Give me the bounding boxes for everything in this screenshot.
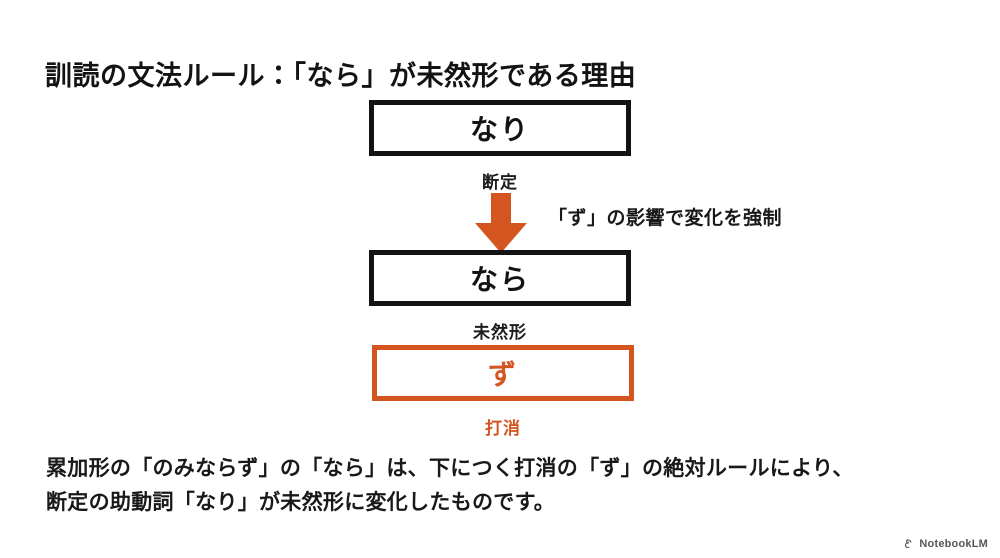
summary-line-1: 累加形の「のみならず」の「なら」は、下につく打消の「ず」の絶対ルールにより、 [46,457,854,480]
flow-node-nari-caption: 断定 [482,173,518,192]
notebooklm-watermark: NotebookLM [902,538,988,550]
summary-line-2: 断定の助動詞「なり」が未然形に変化したものです。 [46,491,556,515]
flow-node-nari-text: なり [469,114,530,145]
flow-node-nara-text: なら [469,264,530,295]
down-arrow-icon [473,193,529,255]
flow-node-nari: なり [369,100,631,156]
flow-node-nara: なら [369,250,631,306]
flow-node-zu: ず [372,345,634,401]
page-title: 訓読の文法ルール：「なら」が未然形である理由 [45,61,637,92]
flow-node-nara-caption: 未然形 [473,323,527,342]
flow-node-zu-caption: 打消 [485,419,521,438]
notebooklm-logo-icon [902,538,914,550]
arrow-annotation-label: 「ず」の影響で変化を強制 [548,208,783,229]
summary-paragraph: 累加形の「のみならず」の「なら」は、下につく打消の「ず」の絶対ルールにより、 断… [46,452,956,520]
notebooklm-watermark-label: NotebookLM [919,538,988,550]
flow-node-zu-text: ず [487,359,518,390]
